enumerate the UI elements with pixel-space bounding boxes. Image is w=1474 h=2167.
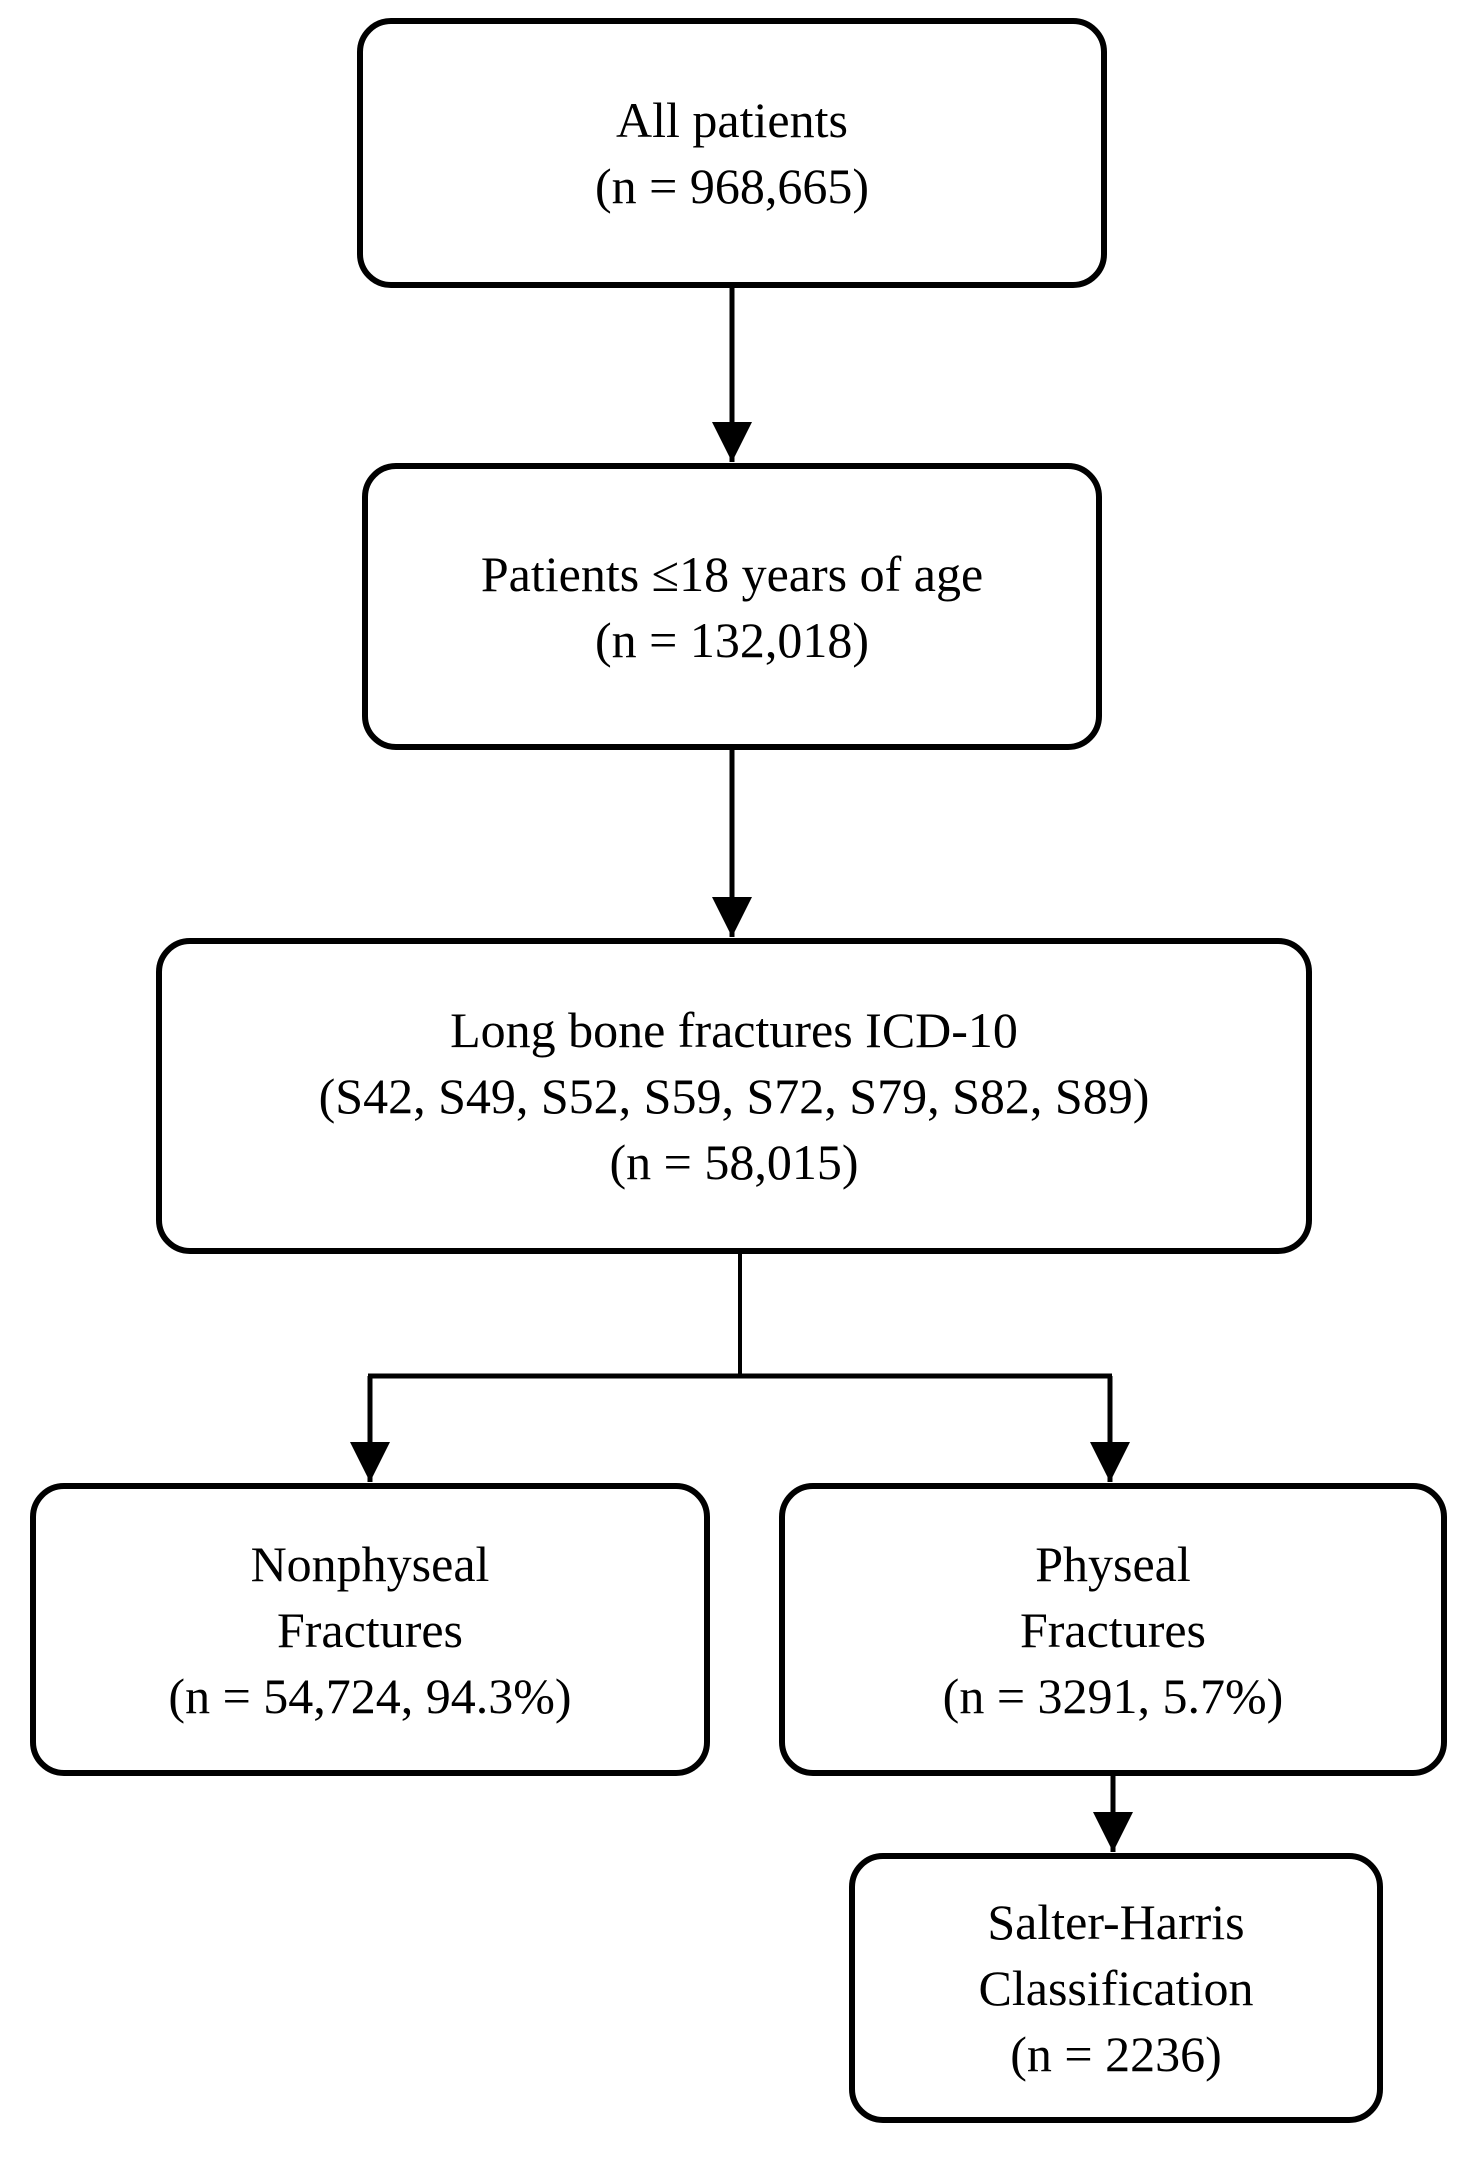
nonphyseal-label: Nonphyseal (250, 1535, 490, 1592)
pediatric-patients-label: Patients ≤18 years of age (480, 545, 984, 602)
physeal-count: (n = 3291, 5.7%) (942, 1667, 1284, 1724)
all-patients-box: All patients (n = 968,665) (357, 18, 1107, 288)
all-patients-count: (n = 968,665) (595, 158, 869, 214)
long-bone-fractures-box: Long bone fractures ICD-10 (S42, S49, S5… (156, 938, 1312, 1254)
salter-harris-box: Salter-Harris Classification (n = 2236) (849, 1853, 1383, 2123)
salter-harris-count: (n = 2236) (1010, 2026, 1222, 2082)
salter-harris-label-2: Classification (978, 1960, 1254, 2016)
nonphyseal-label-2: Fractures (276, 1601, 464, 1658)
salter-harris-label: Salter-Harris (987, 1894, 1245, 1950)
pediatric-patients-count: (n = 132,018) (595, 611, 869, 668)
long-bone-fractures-count: (n = 58,015) (609, 1134, 859, 1190)
physeal-fractures-box: Physeal Fractures (n = 3291, 5.7%) (779, 1483, 1447, 1776)
all-patients-label: All patients (616, 92, 848, 148)
physeal-label: Physeal (1035, 1535, 1191, 1592)
long-bone-fractures-label: Long bone fractures ICD-10 (450, 1002, 1018, 1058)
long-bone-fractures-codes: (S42, S49, S52, S59, S72, S79, S82, S89) (318, 1068, 1150, 1124)
pediatric-patients-box: Patients ≤18 years of age (n = 132,018) (362, 463, 1102, 750)
physeal-label-2: Fractures (1019, 1601, 1207, 1658)
nonphyseal-count: (n = 54,724, 94.3%) (168, 1667, 572, 1724)
nonphyseal-fractures-box: Nonphyseal Fractures (n = 54,724, 94.3%) (30, 1483, 710, 1776)
